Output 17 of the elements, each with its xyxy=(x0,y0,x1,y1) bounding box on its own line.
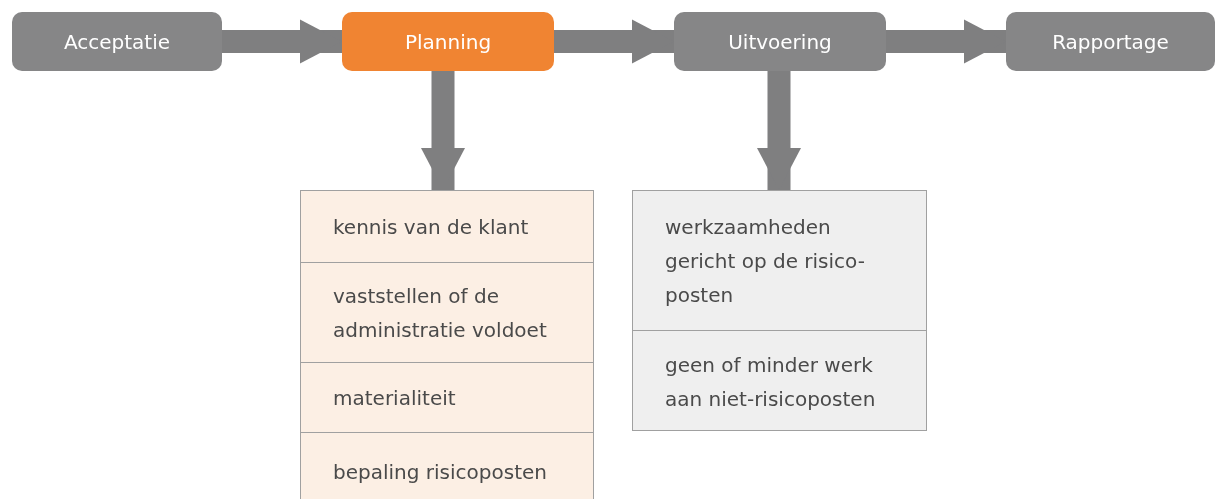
process-step: Rapportage xyxy=(1006,12,1215,71)
list-panel xyxy=(632,190,927,431)
block-arrow xyxy=(554,19,674,64)
process-step: Planning xyxy=(342,12,554,71)
list-item: kennis van de klant xyxy=(301,191,593,263)
list-item: geen of minder werk aan niet-risicoposten xyxy=(633,331,926,432)
block-arrow xyxy=(886,19,1006,64)
list-item: materialiteit xyxy=(301,363,593,433)
list-item: bepaling risicoposten xyxy=(301,433,593,499)
block-arrow xyxy=(222,19,342,64)
block-arrow xyxy=(421,71,465,190)
block-arrow xyxy=(757,71,801,190)
list-panel xyxy=(300,190,594,499)
list-item: werkzaamheden gericht op de risico-posten xyxy=(633,191,926,331)
list-item: vaststellen of de administratie voldoet xyxy=(301,263,593,363)
process-step: Acceptatie xyxy=(12,12,222,71)
process-step: Uitvoering xyxy=(674,12,886,71)
